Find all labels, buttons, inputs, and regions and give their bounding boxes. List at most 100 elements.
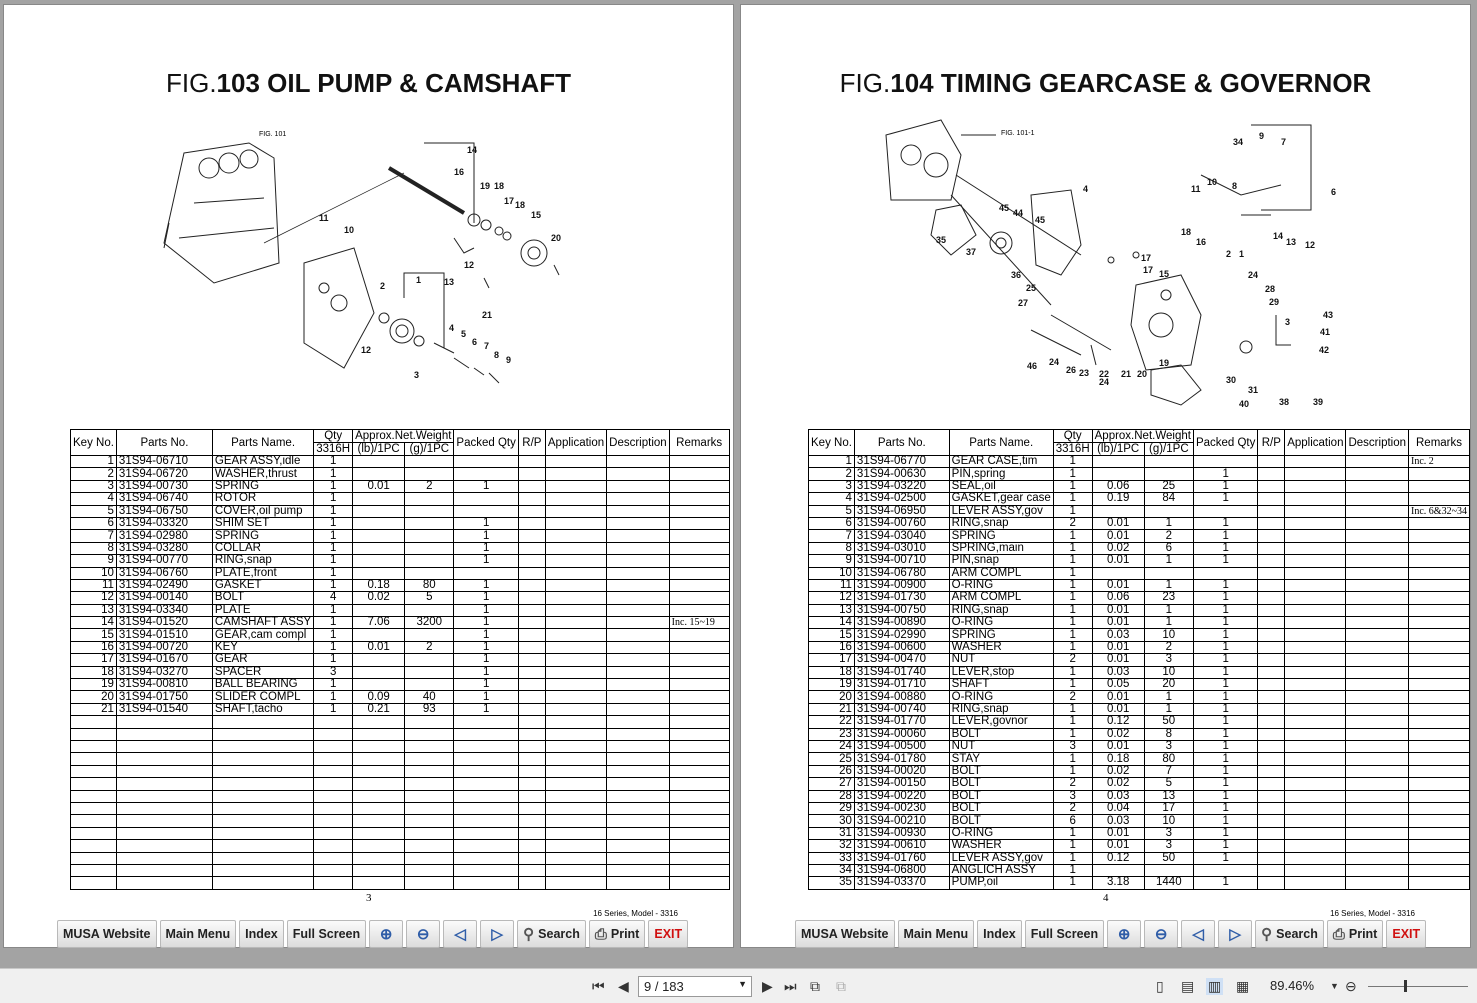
table-cell: [404, 492, 455, 506]
binoculars-icon: ⚲: [523, 926, 535, 943]
table-cell: 1: [313, 554, 354, 568]
index-button[interactable]: Index: [977, 920, 1022, 948]
table-cell: [1408, 789, 1470, 803]
table-cell: 0.02: [1091, 727, 1145, 742]
table-cell: 0.01: [352, 479, 406, 494]
table-cell: 1: [453, 591, 519, 605]
zoom-out-icon[interactable]: ⊖: [406, 920, 441, 948]
musa-website-button[interactable]: MUSA Website: [57, 920, 157, 948]
table-cell: [668, 839, 730, 853]
first-page-icon[interactable]: ⏮: [592, 978, 605, 994]
table-cell: [1257, 777, 1286, 791]
single-page-view-icon[interactable]: ▯: [1156, 978, 1164, 994]
table-cell: 0.01: [1091, 616, 1145, 630]
table-cell: 28: [808, 789, 855, 803]
callout-number: 1: [1239, 249, 1244, 259]
previous-page-icon[interactable]: ◁: [443, 920, 478, 948]
full-screen-button[interactable]: Full Screen: [1024, 920, 1105, 948]
previous-view-icon[interactable]: ⧉: [810, 978, 820, 994]
table-cell: [1284, 764, 1347, 779]
search-button[interactable]: ⚲Search: [517, 920, 586, 948]
table-cell: 31S94-00140: [115, 591, 213, 605]
table-cell: 17: [70, 653, 117, 667]
next-page-icon[interactable]: ▷: [480, 920, 515, 948]
table-cell: [1345, 690, 1410, 704]
last-page-icon[interactable]: ⏭: [784, 978, 797, 994]
zoom-out-icon[interactable]: ⊖: [1144, 920, 1179, 948]
table-cell: [70, 727, 117, 742]
page-number: 3: [366, 892, 372, 904]
zoom-in-icon[interactable]: ⊕: [369, 920, 404, 948]
print-button[interactable]: ⎙Print: [1326, 920, 1384, 948]
zoom-dropdown-icon[interactable]: ▼: [1330, 981, 1339, 991]
table-cell: [606, 529, 670, 543]
callout-number: 11: [1191, 184, 1201, 194]
main-menu-button[interactable]: Main Menu: [159, 920, 237, 948]
callout-number: 12: [1305, 240, 1315, 250]
previous-page-icon[interactable]: ◀: [618, 978, 629, 994]
two-page-view-icon[interactable]: ▥: [1206, 978, 1224, 995]
table-row: [70, 739, 730, 754]
table-cell: 1: [313, 454, 354, 469]
chevron-down-icon[interactable]: ▼: [738, 979, 747, 989]
next-page-icon[interactable]: ▶: [762, 978, 773, 994]
zoom-out-icon[interactable]: ⊖: [1345, 978, 1357, 994]
table-cell: 32: [808, 839, 855, 853]
table-cell: 0.01: [1091, 578, 1145, 593]
search-button[interactable]: ⚲Search: [1255, 920, 1324, 948]
table-cell: [404, 603, 455, 618]
callout-number: 8: [1232, 181, 1237, 191]
table-cell: [70, 764, 117, 779]
table-cell: 1: [1052, 876, 1093, 890]
callout-number: 45: [999, 203, 1009, 213]
callout-number: 38: [1279, 397, 1289, 407]
two-page-continuous-icon[interactable]: ▦: [1236, 978, 1250, 994]
table-cell: [453, 715, 519, 729]
table-cell: [606, 727, 670, 742]
table-cell: 31S94-00150: [853, 777, 950, 791]
next-page-icon[interactable]: ▷: [1218, 920, 1253, 948]
callout-number: 11: [319, 213, 329, 223]
header-weight-lb: (lb)/1PC: [352, 442, 406, 456]
table-cell: [517, 516, 546, 531]
zoom-slider-handle[interactable]: [1404, 980, 1407, 992]
table-cell: [404, 566, 455, 580]
table-cell: O-RING: [948, 578, 1054, 593]
table-cell: 5: [404, 591, 455, 605]
table-cell: 12: [70, 591, 117, 605]
table-cell: 1: [1192, 839, 1259, 853]
page-number-field[interactable]: 9 / 183▼: [638, 976, 752, 997]
exit-button[interactable]: EXIT: [648, 920, 689, 948]
table-cell: [1408, 492, 1470, 506]
table-row: [70, 826, 730, 841]
next-view-icon[interactable]: ⧉: [836, 978, 846, 994]
table-cell: [1143, 504, 1194, 518]
table-cell: 31S94-00610: [853, 839, 950, 853]
continuous-view-icon[interactable]: ▤: [1181, 978, 1195, 994]
table-cell: [1345, 789, 1410, 803]
print-button[interactable]: ⎙Print: [588, 920, 646, 948]
table-cell: [1345, 777, 1410, 791]
table-cell: [1257, 801, 1286, 816]
callout-number: 14: [467, 145, 477, 155]
table-cell: [1143, 863, 1194, 878]
table-cell: [352, 715, 406, 729]
table-cell: 16: [808, 640, 855, 655]
table-cell: 1: [1052, 529, 1093, 543]
index-button[interactable]: Index: [239, 920, 284, 948]
table-cell: 1: [1192, 603, 1259, 618]
table-cell: 0.01: [1091, 653, 1145, 667]
previous-page-icon[interactable]: ◁: [1181, 920, 1216, 948]
exit-button[interactable]: EXIT: [1386, 920, 1427, 948]
full-screen-button[interactable]: Full Screen: [286, 920, 367, 948]
zoom-slider[interactable]: [1368, 980, 1468, 992]
zoom-level[interactable]: 89.46%: [1270, 978, 1315, 993]
main-menu-button[interactable]: Main Menu: [897, 920, 975, 948]
table-cell: [70, 863, 117, 878]
musa-website-button[interactable]: MUSA Website: [795, 920, 895, 948]
table-cell: SHIM SET: [211, 516, 315, 531]
table-cell: 50: [1143, 715, 1194, 729]
zoom-in-icon[interactable]: ⊕: [1107, 920, 1142, 948]
